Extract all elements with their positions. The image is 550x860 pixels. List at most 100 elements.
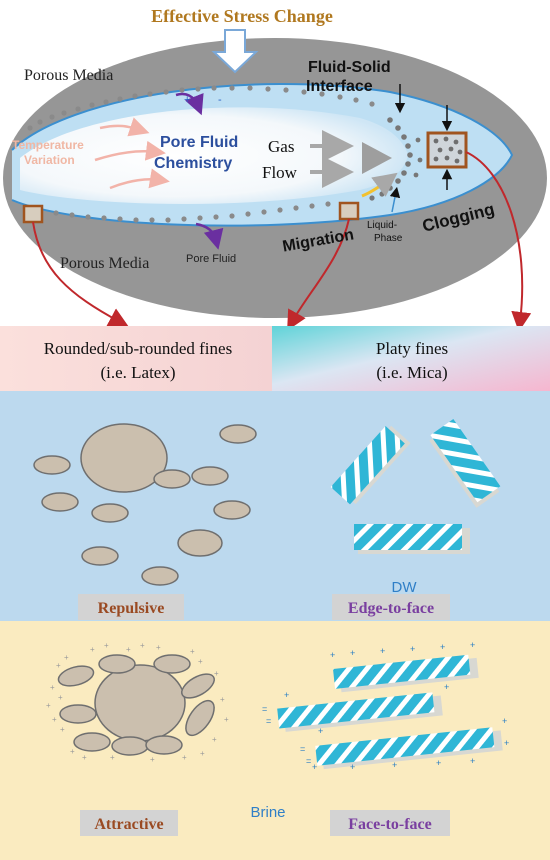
fines-particles-top: [27, 85, 375, 131]
repulsive-label-bg: [78, 594, 184, 620]
svg-text:+: +: [212, 735, 217, 744]
svg-text:+: +: [60, 725, 65, 734]
svg-text:+: +: [90, 645, 95, 654]
migration-arrow-icon: [361, 172, 398, 198]
label-porous-media-bottom: Porous Media: [60, 255, 149, 272]
label-liquid: Liquid-: [367, 220, 397, 231]
svg-text:+: +: [318, 726, 323, 736]
edge-to-face-plates: [330, 419, 501, 554]
svg-text:+: +: [504, 738, 509, 748]
label-pore-fluid-chemistry-2: Chemistry: [154, 155, 232, 172]
svg-text:+: +: [182, 753, 187, 762]
header-platy-fines: Platy fines: [376, 339, 448, 358]
svg-text:+: +: [470, 640, 475, 650]
temperature-arrow-icon: [94, 140, 166, 162]
svg-text:+: +: [330, 650, 335, 660]
label-face-to-face: Face-to-face: [348, 816, 432, 833]
title-effective-stress: Effective Stress Change: [151, 6, 333, 26]
edge-to-face-label-bg: [332, 594, 450, 620]
label-temperature: Temperature: [12, 138, 84, 152]
label-pore-fluid-chemistry-1: Pore Fluid: [160, 134, 238, 151]
pore-fluid-arrow-icon: [195, 222, 224, 250]
label-repulsive: Repulsive: [98, 600, 165, 617]
gas-core: [20, 107, 408, 204]
label-porous-media-top: Porous Media: [24, 67, 113, 84]
temperature-arrow-icon: [109, 168, 170, 190]
ion-minus: -: [218, 94, 222, 106]
svg-text:+: +: [70, 747, 75, 756]
svg-text:+: +: [58, 693, 63, 702]
svg-text:+: +: [82, 753, 87, 762]
header-latex: (i.e. Latex): [100, 363, 175, 382]
face-to-face-plates: [277, 654, 503, 770]
label-interface: Interface: [306, 78, 373, 95]
repulsive-particles: [33, 423, 257, 586]
svg-text:+: +: [380, 646, 385, 656]
svg-text:+: +: [150, 755, 155, 764]
svg-text:+: +: [224, 715, 229, 724]
svg-text:+: +: [52, 715, 57, 724]
connector-arrow-left-icon: [32, 221, 129, 327]
svg-text:+: +: [190, 647, 195, 656]
svg-text:+: +: [140, 641, 145, 650]
header-rounded-fines: Rounded/sub-rounded fines: [44, 339, 232, 358]
header-left-bg: [0, 326, 272, 391]
svg-text:+: +: [104, 641, 109, 650]
svg-text:+: +: [198, 657, 203, 666]
gas-flow-head-icon: [362, 142, 392, 174]
svg-text:+: +: [392, 760, 397, 770]
stress-arrow-icon: [211, 29, 259, 74]
svg-text:+: +: [200, 749, 205, 758]
svg-text:+: +: [64, 653, 69, 662]
rounded-fines-zoom-box: [22, 204, 44, 224]
label-fluid-solid: Fluid-Solid: [308, 59, 391, 76]
svg-text:+: +: [350, 762, 355, 772]
label-dw: DW: [392, 579, 418, 596]
connector-arrow-right-icon: [465, 151, 532, 332]
svg-text:+: +: [284, 690, 289, 700]
svg-text:=: =: [266, 716, 271, 726]
svg-text:=: =: [306, 756, 311, 766]
brine-ions: ++++ ++++ ++++ ++++ ++++ ++++: [46, 641, 229, 764]
header-right-bg: [272, 326, 550, 391]
svg-text:+: +: [126, 645, 131, 654]
label-flow: Flow: [262, 163, 298, 182]
attractive-label-bg: [80, 810, 178, 836]
svg-text:+: +: [444, 682, 449, 692]
label-edge-to-face: Edge-to-face: [348, 600, 434, 617]
svg-text:+: +: [56, 661, 61, 670]
label-brine: Brine: [250, 804, 285, 821]
svg-text:+: +: [46, 701, 51, 710]
pore-fluid-arrow-icon: [175, 92, 204, 116]
svg-text:=: =: [300, 744, 305, 754]
svg-text:+: +: [410, 644, 415, 654]
ion-plus: +: [184, 94, 190, 106]
label-phase: Phase: [374, 233, 403, 244]
svg-text:+: +: [50, 683, 55, 692]
svg-text:+: +: [502, 716, 507, 726]
svg-text:+: +: [312, 762, 317, 772]
attractive-aggregate: [57, 654, 215, 756]
svg-text:+: +: [350, 648, 355, 658]
dw-panel-bg: [0, 391, 550, 621]
label-variation: Variation: [24, 153, 75, 167]
svg-text:+: +: [470, 756, 475, 766]
svg-text:+: +: [436, 758, 441, 768]
face-ions: ++++ ++++ ++++ ++++ ====: [262, 640, 509, 772]
label-attractive: Attractive: [94, 816, 163, 833]
header-mica: (i.e. Mica): [376, 363, 447, 382]
temperature-arrow-icon: [99, 117, 150, 137]
svg-text:=: =: [262, 704, 267, 714]
label-pore-fluid-small: Pore Fluid: [186, 253, 236, 265]
svg-text:+: +: [220, 695, 225, 704]
face-to-face-label-bg: [330, 810, 450, 836]
label-gas: Gas: [268, 137, 294, 156]
svg-text:+: +: [110, 753, 115, 762]
connector-arrow-middle-icon: [287, 218, 350, 331]
liquid-phase-pointer-icon: [389, 186, 401, 213]
platy-fines-zoom-box: [338, 201, 360, 221]
svg-text:+: +: [214, 669, 219, 678]
svg-text:+: +: [156, 643, 161, 652]
